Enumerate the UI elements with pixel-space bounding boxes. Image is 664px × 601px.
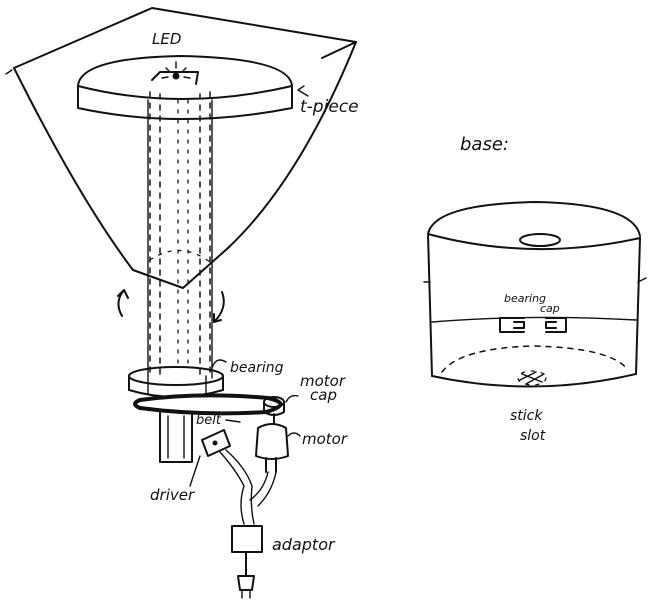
stick-slot-label-2: slot [520, 428, 546, 444]
bearing-cap-label-2: cap [540, 302, 560, 315]
belt-label: belt [196, 413, 222, 428]
motor [255, 423, 289, 473]
belt [133, 393, 283, 416]
adaptor-label: adaptor [272, 535, 336, 554]
motor-label: motor [302, 430, 348, 448]
motor-cap [263, 396, 285, 425]
base-inner-floor [441, 345, 629, 373]
driver-board [201, 429, 231, 457]
base-top-hole [519, 233, 561, 247]
driver-label: driver [150, 486, 195, 504]
led-icon [161, 61, 191, 80]
light-stick [147, 91, 213, 379]
tpiece-label: t-piece [300, 97, 359, 117]
bearing [128, 366, 224, 398]
base-title: base: [460, 134, 509, 155]
stick-slot-icon [517, 370, 547, 386]
plug-icon [237, 575, 255, 599]
t-piece [77, 55, 293, 120]
label-pointers [189, 85, 309, 487]
bearing-cap-icon [499, 317, 567, 333]
bearing-cap-label-1: bearing [504, 292, 546, 305]
wires [219, 449, 277, 525]
stand-post [159, 411, 193, 463]
bearing-cap-line [431, 316, 637, 323]
bearing-label: bearing [230, 360, 284, 376]
motor-cap-label-1: motor [300, 372, 346, 390]
adaptor [231, 525, 263, 577]
base-cylinder [423, 201, 647, 388]
led-label: LED [152, 30, 181, 48]
rotation-arrows-icon [117, 289, 225, 323]
lamp-shade [5, 7, 357, 289]
motor-cap-label-2: cap [310, 386, 337, 404]
stick-slot-label-1: stick [510, 408, 543, 424]
